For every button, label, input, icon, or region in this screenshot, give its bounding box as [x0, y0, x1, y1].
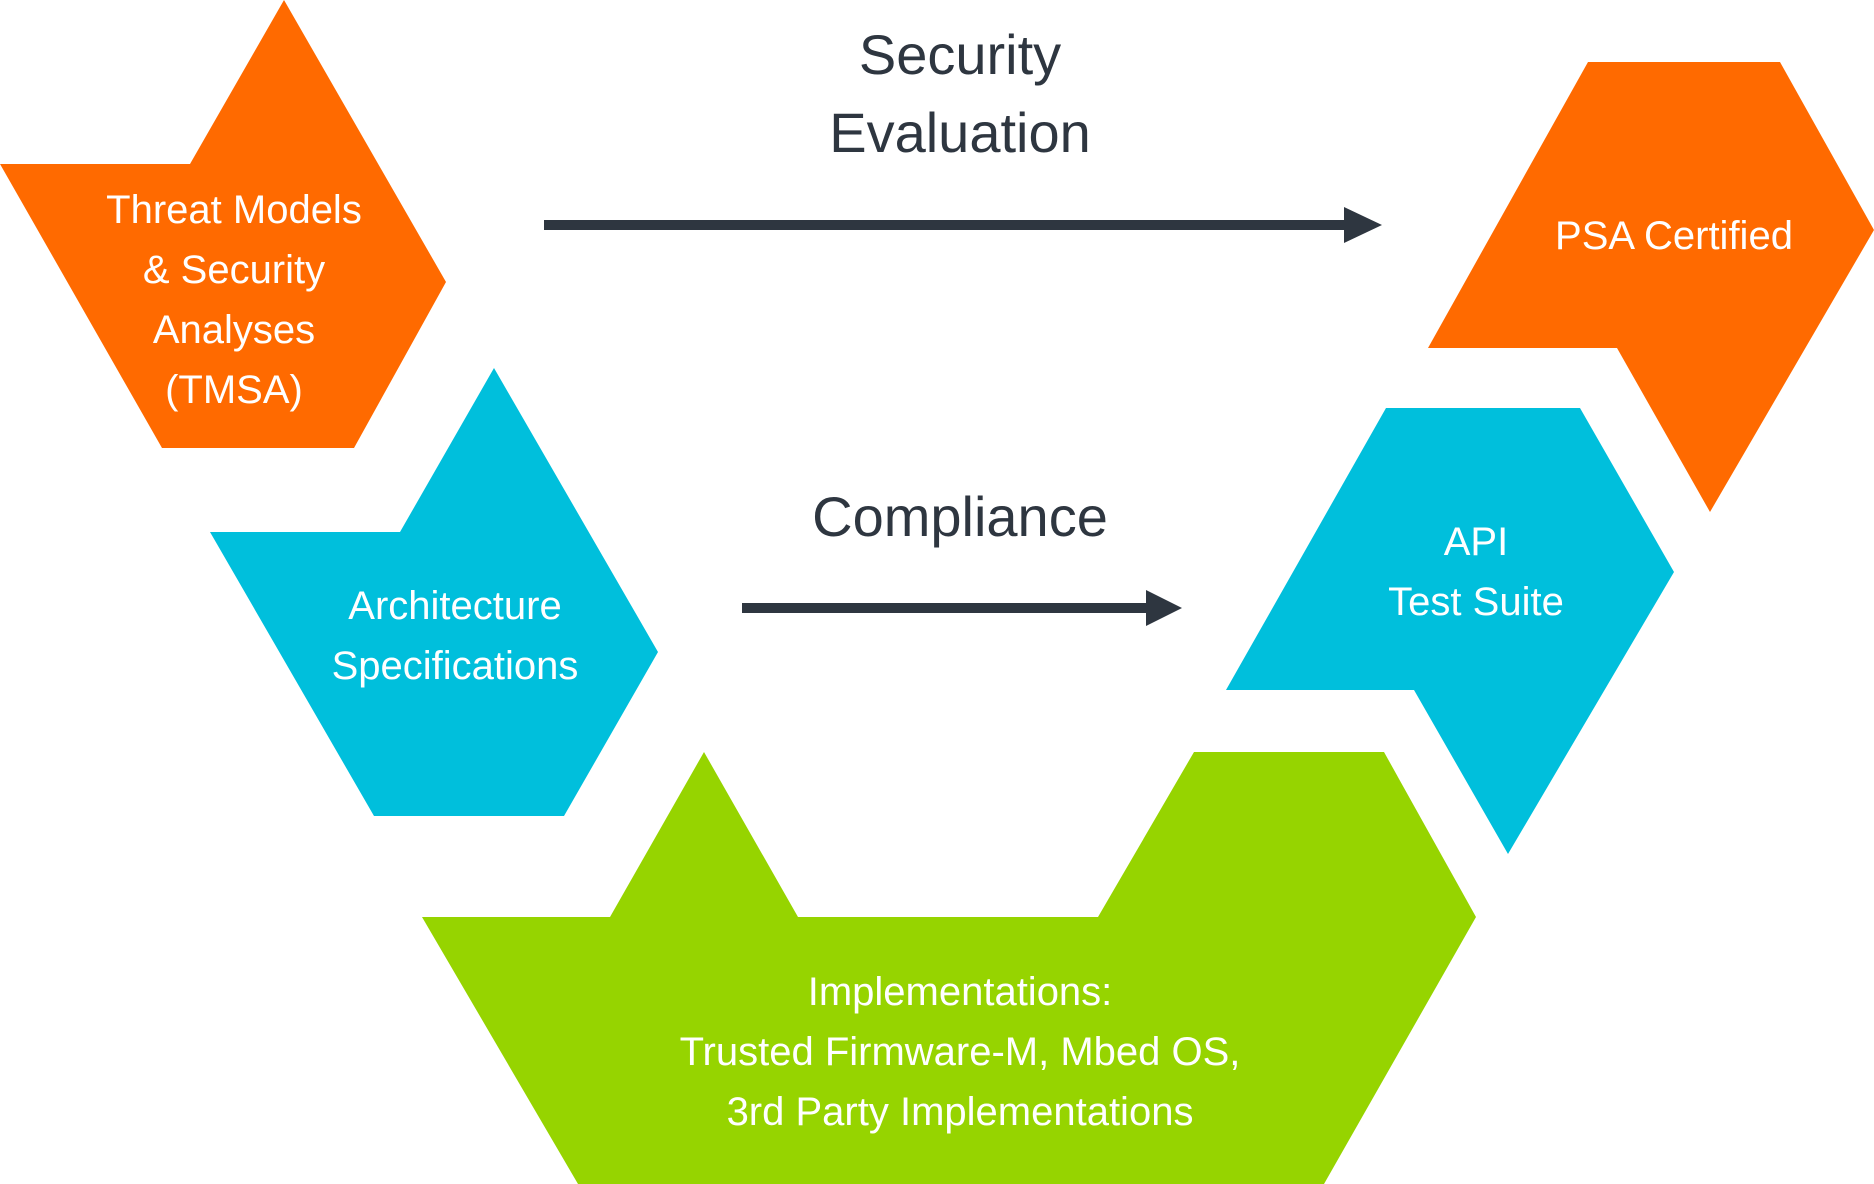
tmsa-label-line3: Analyses [152, 308, 316, 352]
architecture-label: Architecture Specifications [300, 576, 610, 696]
tmsa-label-line2: & Security [142, 248, 326, 292]
security-evaluation-label-line2: Evaluation [829, 101, 1091, 164]
compliance-arrowhead [1146, 590, 1182, 626]
security-evaluation-label-line1: Security [858, 23, 1062, 86]
psa-certified-label-text: PSA Certified [1555, 214, 1793, 258]
implementations-label: Implementations: Trusted Firmware-M, Mbe… [600, 962, 1320, 1142]
implementations-shape [422, 752, 1476, 1184]
compliance-label-text: Compliance [812, 485, 1108, 548]
implementations-label-line2: Trusted Firmware-M, Mbed OS, [679, 1030, 1241, 1074]
api-test-suite-label-line2: Test Suite [1388, 580, 1564, 624]
api-test-suite-label: API Test Suite [1326, 512, 1626, 632]
architecture-shape [210, 368, 658, 816]
security-evaluation-arrowhead [1344, 207, 1382, 243]
architecture-label-line2: Specifications [331, 644, 579, 688]
tmsa-shape [0, 0, 446, 448]
psa-certified-shape [1428, 62, 1874, 512]
security-evaluation-label: Security Evaluation [760, 16, 1160, 172]
architecture-label-line1: Architecture [348, 584, 562, 628]
implementations-label-line1: Implementations: [807, 970, 1113, 1014]
implementations-label-line3: 3rd Party Implementations [726, 1090, 1194, 1134]
tmsa-label: Threat Models & Security Analyses (TMSA) [84, 180, 384, 420]
api-test-suite-shape [1226, 408, 1674, 854]
compliance-label: Compliance [760, 478, 1160, 556]
api-test-suite-label-line1: API [1443, 520, 1509, 564]
psa-certified-label: PSA Certified [1524, 206, 1824, 266]
tmsa-label-line4: (TMSA) [165, 368, 303, 412]
tmsa-label-line1: Threat Models [106, 188, 362, 232]
